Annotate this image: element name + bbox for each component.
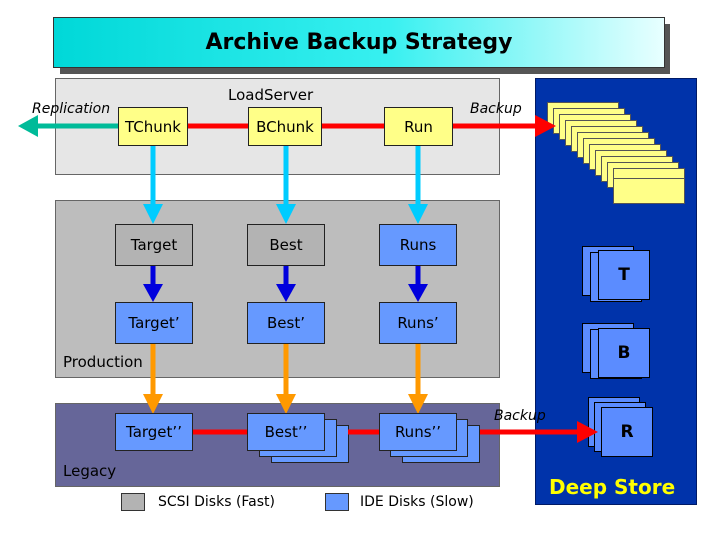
deep-store-label: Deep Store [549,475,676,499]
legend-scsi-label: SCSI Disks (Fast) [158,494,275,510]
legend-ide-label: IDE Disks (Slow) [360,494,474,510]
best-double-prime-box: Best’’ [247,413,325,451]
backup-top-label: Backup [470,101,522,117]
legend-scsi-swatch [121,493,145,511]
bchunk-box: BChunk [248,107,322,146]
page-title: Archive Backup Strategy [53,17,665,68]
production-label: Production [63,353,143,371]
target-box: Target [115,224,193,266]
target-double-prime-box: Target’’ [115,413,193,451]
legacy-label: Legacy [63,462,117,480]
runs-double-prime-box: Runs’’ [379,413,457,451]
best-prime-box: Best’ [247,302,325,344]
run-box: Run [384,107,453,146]
legacy-chain-arrow [193,421,598,443]
backup-bottom-label: Backup [494,408,546,424]
legend-ide-swatch [325,493,349,511]
production-to-legacy-arrows [143,344,428,414]
runs-box: Runs [379,224,457,266]
runs-prime-box: Runs’ [379,302,457,344]
loadserver-to-production-arrows [143,146,428,224]
best-box: Best [247,224,325,266]
loadserver-label: LoadServer [228,86,314,104]
production-internal-arrows [143,266,428,302]
replication-arrow [18,115,118,137]
replication-label: Replication [32,101,111,117]
target-prime-box: Target’ [115,302,193,344]
tchunk-box: TChunk [118,107,188,146]
loadserver-chain-arrow [188,115,556,137]
